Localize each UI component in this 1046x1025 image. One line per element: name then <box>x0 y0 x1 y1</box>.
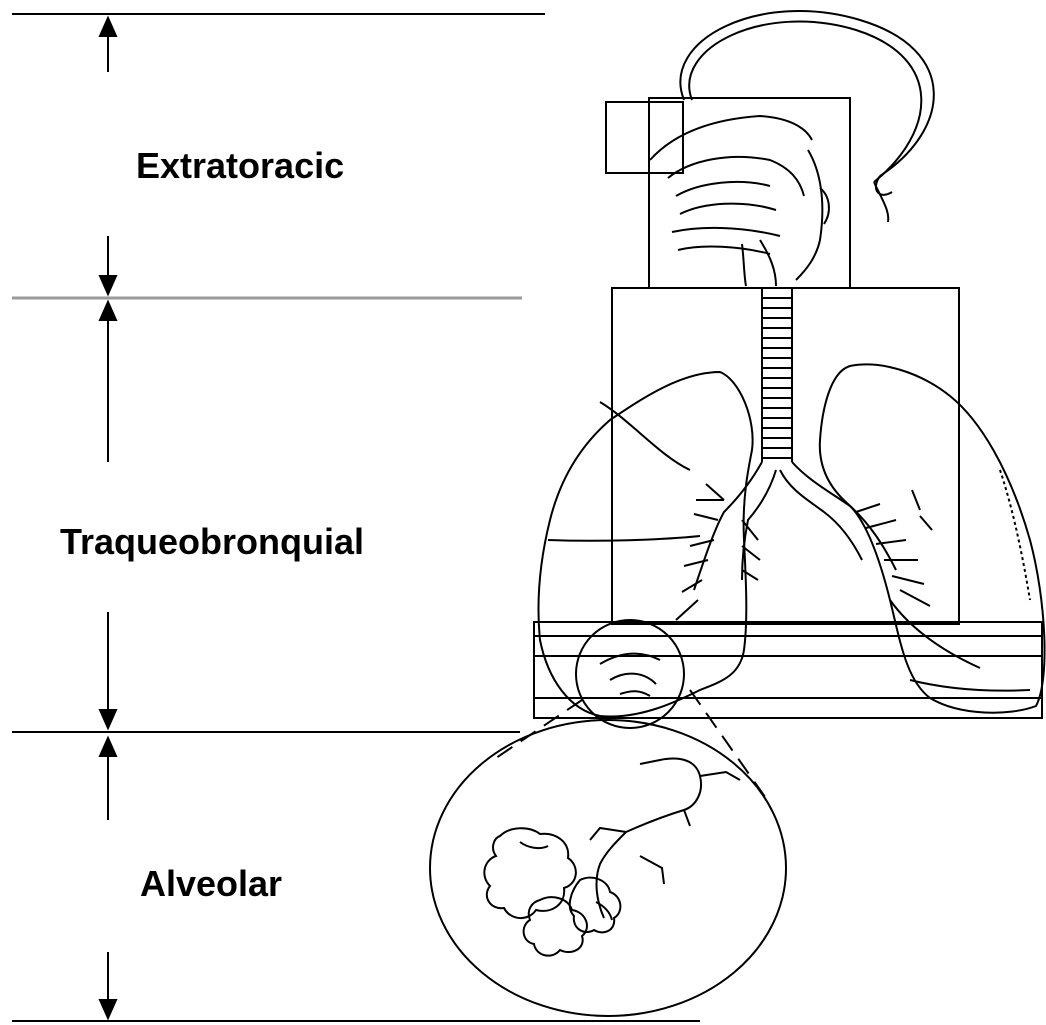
arrow-up-icon <box>100 18 116 36</box>
lower-lung-band <box>534 620 1042 728</box>
arrow-up-icon <box>100 738 116 756</box>
region-label-extratoracic: Extratoracic <box>136 148 344 184</box>
region-label-traqueobronquial: Traqueobronquial <box>60 524 364 560</box>
arrow-down-icon <box>100 710 116 728</box>
lungs-illustration <box>538 288 1044 717</box>
head-airway-illustration <box>606 11 934 288</box>
region-label-alveolar: Alveolar <box>140 866 282 902</box>
arrow-down-icon <box>100 276 116 294</box>
magnification-connectors <box>496 690 770 804</box>
arrow-up-icon <box>100 302 116 320</box>
arrow-down-icon <box>100 1000 116 1018</box>
trachea-rings <box>762 298 792 458</box>
alveoli-magnified-illustration <box>430 720 786 1016</box>
dimension-arrows <box>100 18 116 1018</box>
